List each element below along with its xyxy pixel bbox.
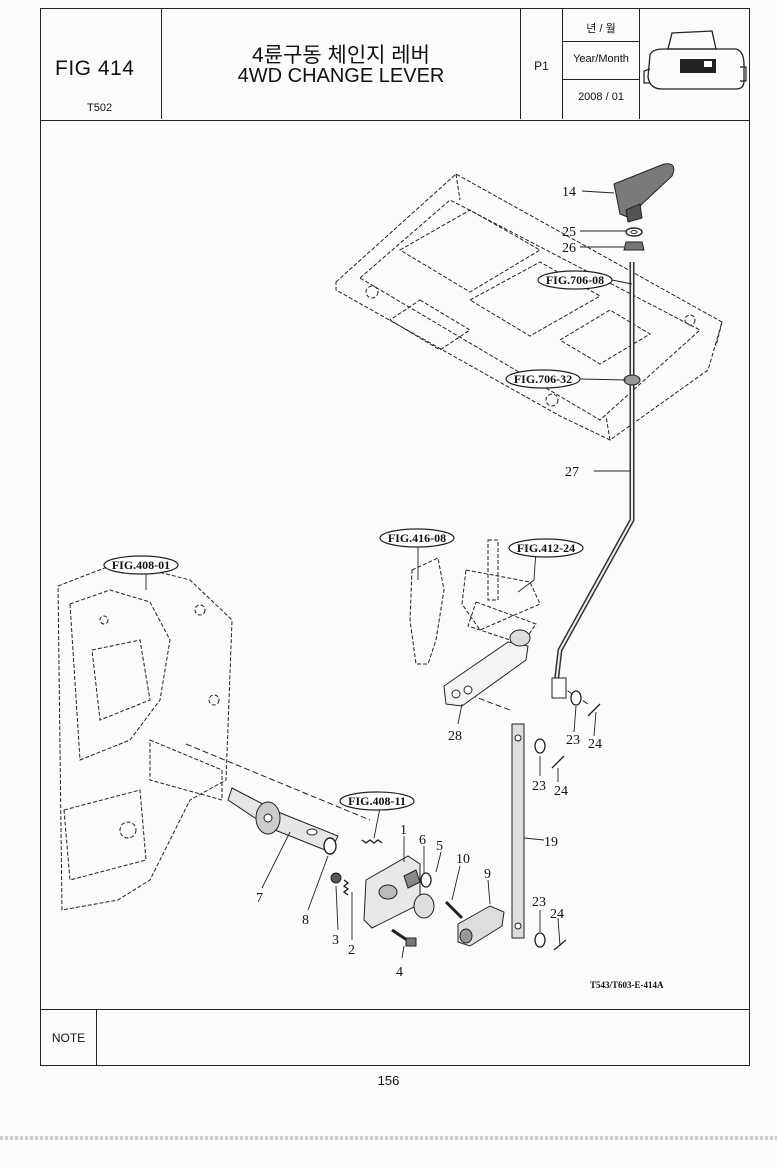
callout-6: 6 <box>419 833 426 848</box>
ball-3 <box>330 872 342 884</box>
callout-23-middle: 23 <box>532 779 546 794</box>
callout-2: 2 <box>348 943 355 958</box>
ring-8 <box>323 837 337 855</box>
floor-frame-phantom <box>335 173 723 441</box>
callout-10: 10 <box>456 852 470 867</box>
washers-pins-23-24 <box>534 690 601 951</box>
page-cell: P1 <box>521 9 563 119</box>
callout-8: 8 <box>302 913 309 928</box>
year-month-label: Year/Month <box>573 53 629 65</box>
transmission-case-phantom <box>57 561 233 911</box>
note-row: NOTE <box>41 1009 749 1065</box>
callout-4: 4 <box>396 965 403 980</box>
lever-9 <box>457 905 505 947</box>
ref-fig-416-08: FIG.416-08 <box>388 531 446 545</box>
title-english: 4WD CHANGE LEVER <box>237 65 445 87</box>
callout-24-middle: 24 <box>554 784 568 799</box>
model-code: T502 <box>87 102 113 114</box>
tractor-icon <box>643 30 747 90</box>
header-block: FIG 414 T502 4륜구동 체인지 레버 4WD CHANGE LEVE… <box>41 9 749 121</box>
pin-10 <box>444 900 464 920</box>
drawing-code: T543/T603-E-414A <box>590 980 664 990</box>
page-code: P1 <box>534 59 549 73</box>
divider <box>563 79 639 80</box>
washer-25 <box>625 227 643 237</box>
part-number-callouts: 14 25 26 27 28 19 23 24 23 24 23 24 1 6 … <box>256 185 602 980</box>
fig-number: FIG 414 <box>55 57 135 80</box>
nuts-5-6 <box>403 869 432 889</box>
ref-fig-412-24: FIG.412-24 <box>517 541 575 555</box>
ref-fig-706-32: FIG.706-32 <box>514 372 572 386</box>
callout-23-upper: 23 <box>566 733 580 748</box>
callout-26: 26 <box>562 241 576 256</box>
callout-14: 14 <box>562 185 576 200</box>
scan-edge <box>0 1136 777 1140</box>
linkage-phantom <box>409 539 541 665</box>
ref-fig-408-01: FIG.408-01 <box>112 558 170 572</box>
rod-19 <box>511 723 525 939</box>
shaft-7 <box>227 787 339 853</box>
ref-fig-408-11: FIG.408-11 <box>348 794 406 808</box>
knob-part <box>613 163 675 223</box>
callout-23-lower: 23 <box>532 895 546 910</box>
callout-5: 5 <box>436 839 443 854</box>
year-month-korean: 년 / 월 <box>586 23 616 35</box>
callout-3: 3 <box>332 933 339 948</box>
bolt-4 <box>391 928 417 947</box>
title-cell: 4륜구동 체인지 레버 4WD CHANGE LEVER <box>162 9 521 119</box>
callout-24-upper: 24 <box>588 737 602 752</box>
title-korean: 4륜구동 체인지 레버 <box>252 44 430 67</box>
ref-fig-706-08: FIG.706-08 <box>546 273 604 287</box>
callout-19: 19 <box>544 835 558 850</box>
page-frame: FIG 414 T502 4륜구동 체인지 레버 4WD CHANGE LEVE… <box>40 8 750 1066</box>
tractor-cell <box>640 9 749 119</box>
callout-1: 1 <box>400 823 407 838</box>
fig-cell: FIG 414 T502 <box>41 9 162 119</box>
spring-2 <box>342 839 383 896</box>
divider <box>563 41 639 42</box>
callout-24-lower: 24 <box>550 907 564 922</box>
year-month-cell: 년 / 월 Year/Month 2008 / 01 <box>563 9 640 119</box>
arm-28 <box>443 629 531 707</box>
callout-25: 25 <box>562 225 576 240</box>
leader-lines <box>145 190 633 959</box>
year-month-value: 2008 / 01 <box>578 91 624 103</box>
figure-references: FIG.706-08 FIG.706-32 FIG.416-08 FIG.412… <box>103 270 613 811</box>
callout-27: 27 <box>565 465 579 480</box>
note-label: NOTE <box>41 1010 97 1065</box>
nut-26 <box>623 241 645 251</box>
lever-rod-27 <box>551 262 641 699</box>
callout-7: 7 <box>256 891 263 906</box>
callout-9: 9 <box>484 867 491 882</box>
page-number: 156 <box>377 1073 400 1088</box>
bracket-1 <box>363 855 435 929</box>
callout-28: 28 <box>448 729 462 744</box>
